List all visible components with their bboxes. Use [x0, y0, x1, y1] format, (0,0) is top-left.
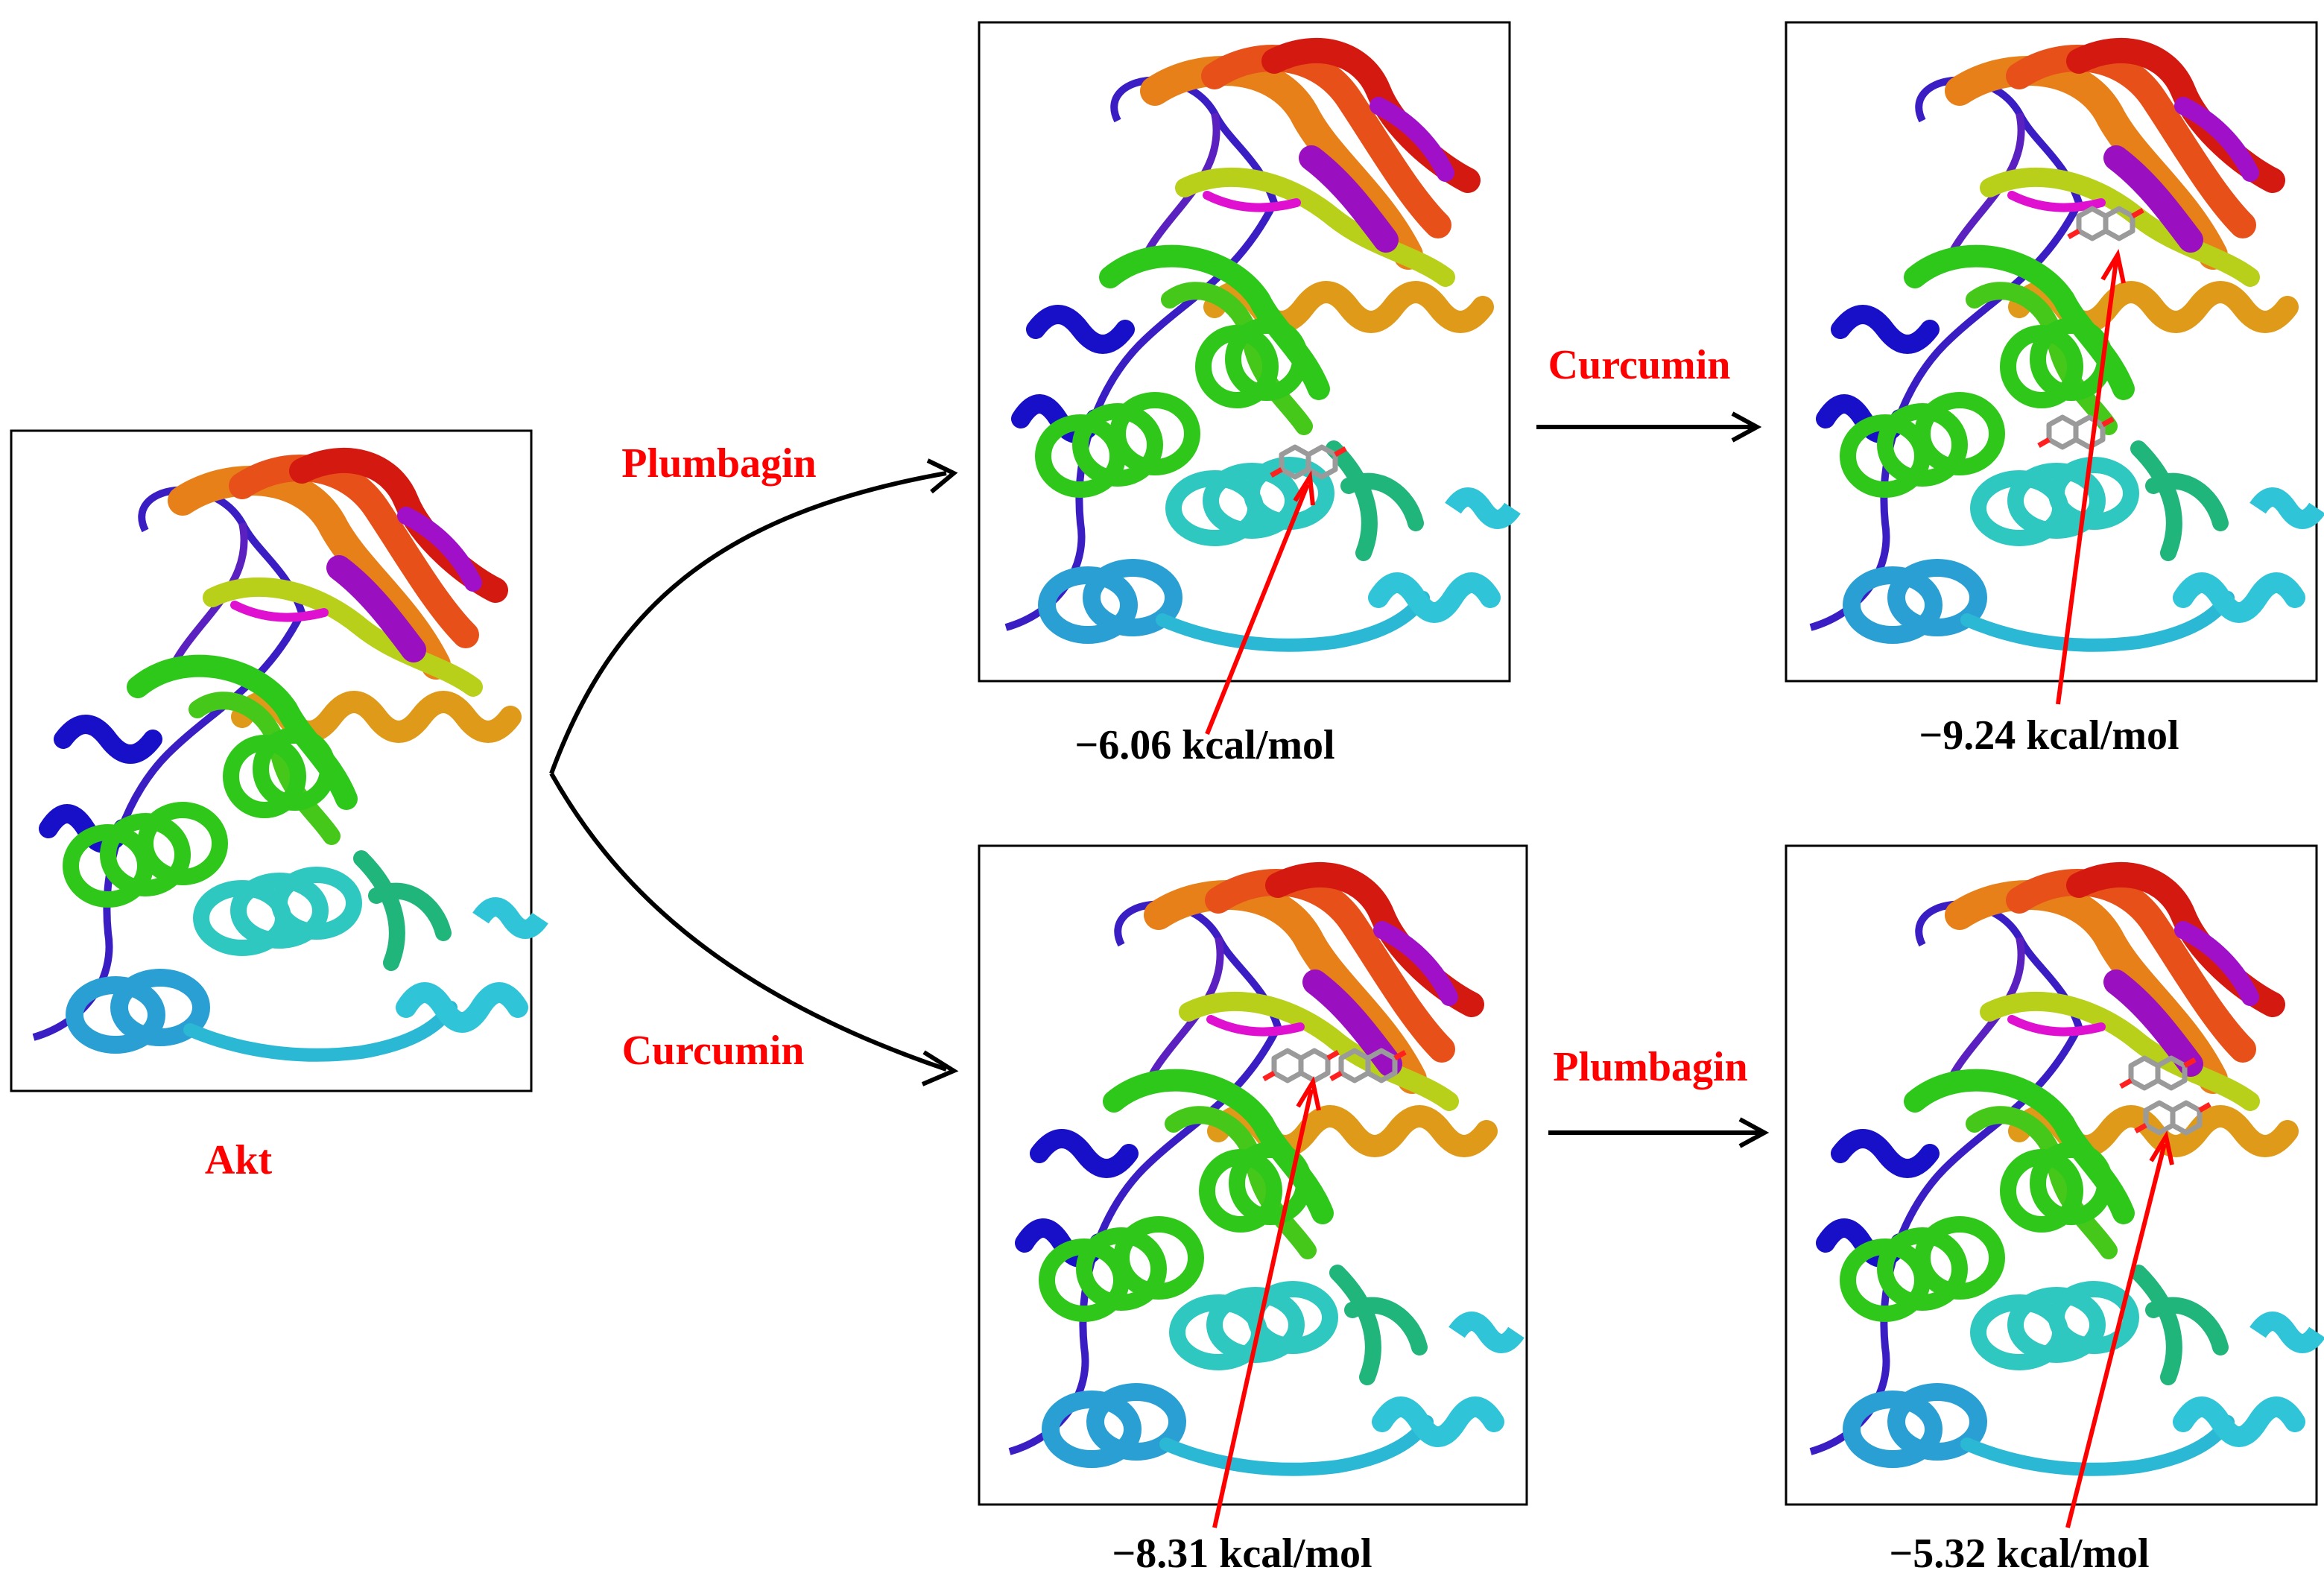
top-first-energy: −6.06 kcal/mol	[1074, 722, 1334, 768]
top-second-ligand-label: Curcumin	[1548, 342, 1731, 388]
bottom-second-ligand-label: Plumbagin	[1553, 1044, 1747, 1090]
top-first-ligand-label: Plumbagin	[621, 440, 816, 487]
top-second-arrow	[1536, 411, 1762, 443]
bottom-first-energy: −8.31 kcal/mol	[1112, 1531, 1372, 1577]
akt-label: Akt	[205, 1137, 273, 1183]
akt-plumbagin-panel	[978, 21, 1513, 735]
akt-panel	[10, 429, 540, 1092]
bottom-first-ligand-label: Curcumin	[622, 1028, 805, 1074]
akt-plumbagin-curcumin-panel	[1785, 21, 2317, 705]
akt-curcumin-panel	[978, 844, 1527, 1528]
top-second-energy: −9.24 kcal/mol	[1919, 712, 2179, 759]
branch-arrows	[549, 458, 959, 1086]
akt-curcumin-plumbagin-panel	[1785, 844, 2317, 1528]
bottom-second-energy: −5.32 kcal/mol	[1889, 1531, 2149, 1577]
bottom-second-arrow	[1548, 1117, 1770, 1148]
